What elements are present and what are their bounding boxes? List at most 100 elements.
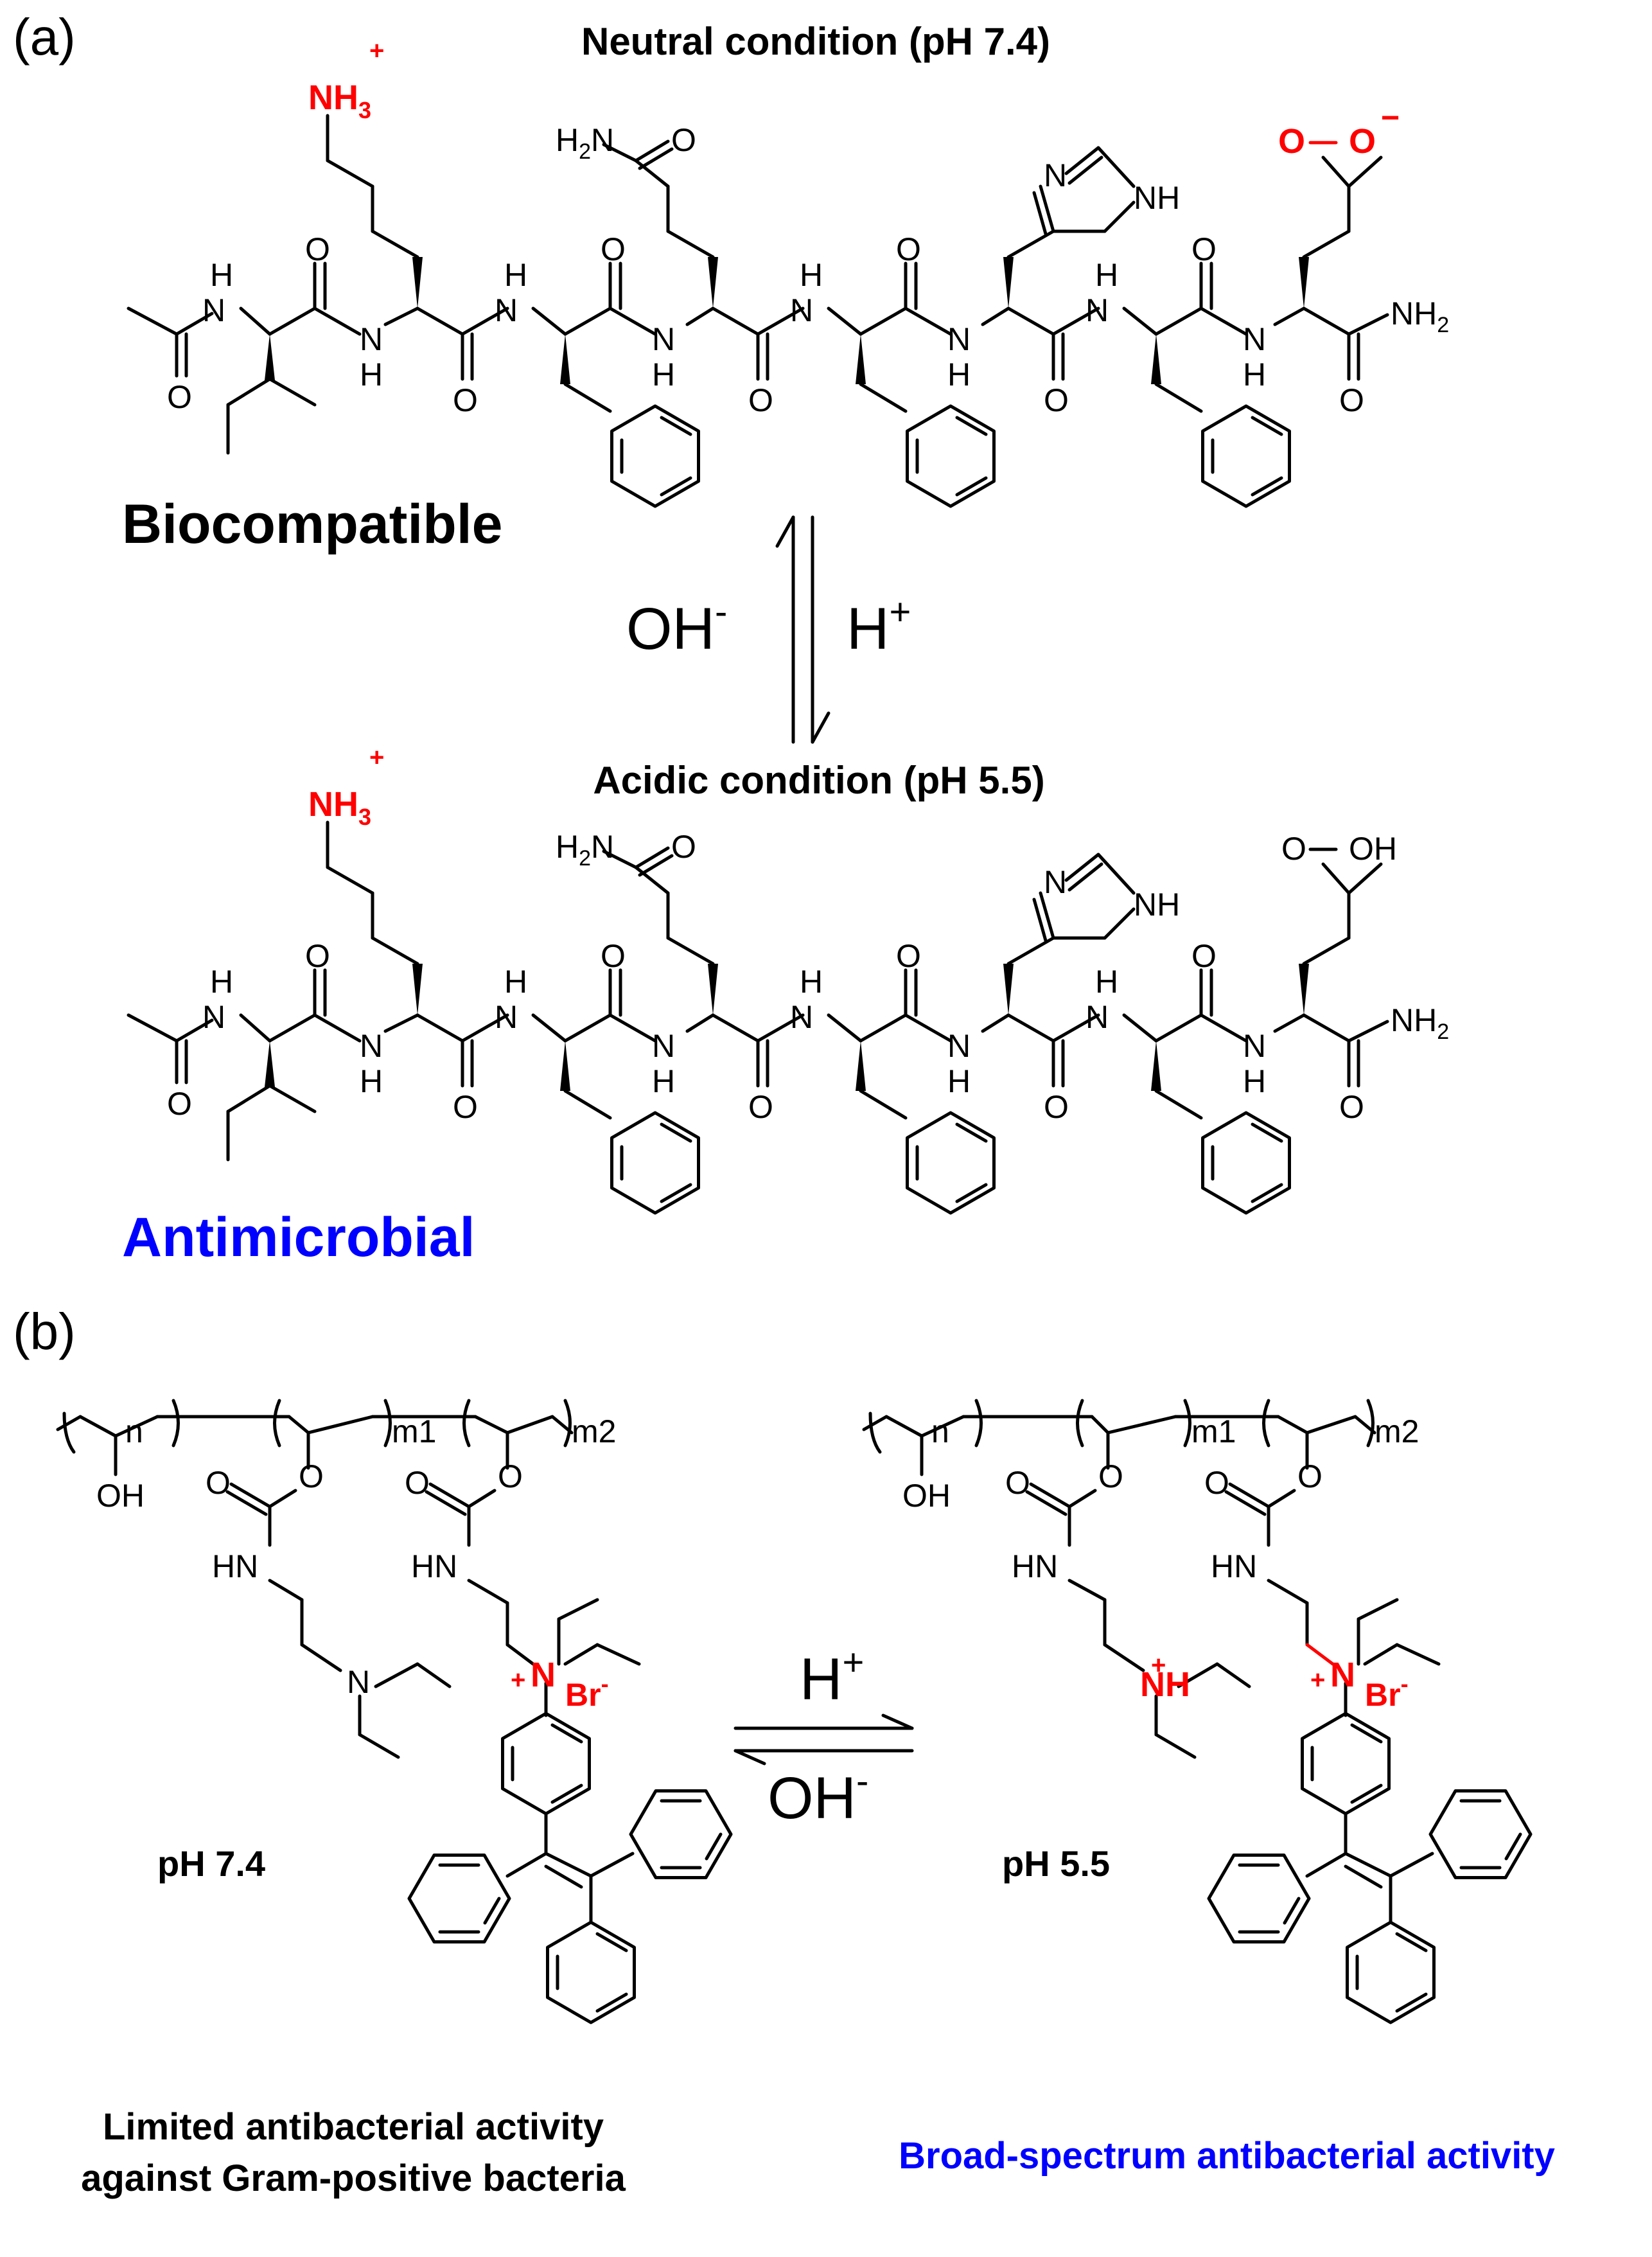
ammonium-plus: + [511,1666,525,1694]
atom-o: O [1044,1089,1069,1125]
panel-a-label: (a) [13,8,76,66]
atom-o: O [167,1086,192,1122]
atom-n: N [947,321,971,357]
atom-h: H [947,357,971,393]
atom-h: H [1243,357,1266,393]
atom-nh: NH [1134,887,1180,923]
left-ph-label: pH 7.4 [157,1843,265,1884]
atom-n: N [1044,157,1067,193]
atom-o: O [748,1089,773,1125]
atom-n: N [790,999,813,1035]
atom-h: H [800,257,823,293]
equilibrium-oh: OH- [626,591,727,662]
carboxyl-o: O [1281,831,1306,867]
equilibrium-arrows-a [775,515,830,744]
atom-n: N [652,1028,675,1064]
left-caption-line1: Limited antibacterial activity [103,2106,604,2148]
polymer-right-structure [862,1399,1531,2022]
atom-nh: NH [1134,180,1180,216]
atom-h: H [652,357,675,393]
equilibrium-arrows-b [734,1713,914,1766]
left-caption-line2: against Gram-positive bacteria [81,2157,626,2199]
right-caption: Broad-spectrum antibacterial activity [899,2135,1555,2177]
atom-o: O [305,231,330,267]
atom-n: N [1085,999,1109,1035]
peptide-neutral-structure [128,116,1387,506]
atom-o: O [498,1458,523,1494]
atom-h: H [1095,964,1118,1000]
atom-hn: HN [1012,1548,1058,1584]
subscript-n: n [931,1413,949,1449]
atom-o: O [167,379,192,415]
atom-h: H [210,257,233,293]
atom-o: O [1204,1465,1229,1501]
peptide-neutral-labels: H N O O N H O H N O N H O H N O N H O H … [167,37,1449,418]
atom-o: O [896,938,921,974]
atom-o: O [748,382,773,418]
atom-oh: OH [902,1478,951,1514]
peptide-acidic-labels: H N O O N H O H N O N H O H N O N H O H … [167,743,1449,1125]
polymer-right-labels: OH O O HN + NH O O HN + N Br- n m1 m2 [902,1413,1419,1713]
atom-o: O [206,1465,231,1501]
quaternary-n: N [531,1656,556,1694]
atom-o: O [405,1465,430,1501]
carboxylate-o-minus: O [1349,122,1376,161]
atom-hn: HN [212,1548,258,1584]
atom-o: O [1297,1458,1322,1494]
peptide-acidic-structure [128,822,1387,1213]
carboxylate-charge: − [1381,100,1400,136]
atom-h: H [1095,257,1118,293]
atom-h: H [504,964,527,1000]
atom-hn: HN [411,1548,457,1584]
atom-o: O [601,231,626,267]
bromide: Br- [565,1670,609,1713]
bromide: Br- [1365,1670,1409,1713]
subscript-m2: m2 [572,1413,616,1449]
biocompatible-label: Biocompatible [122,493,503,555]
atom-n: N [495,292,518,328]
subscript-m2: m2 [1375,1413,1419,1449]
ammonium-charge: + [369,37,384,65]
atom-n: N [202,999,225,1035]
equilibrium-h: H+ [847,591,911,662]
atom-n: N [1243,1028,1266,1064]
polymer-left-labels: OH O O HN N O O HN + N Br- n m1 m2 [96,1413,616,1713]
atom-o: O [305,938,330,974]
atom-o: O [1339,1089,1364,1125]
atom-h: H [800,964,823,1000]
protonated-amine: NH [1140,1665,1190,1704]
atom-o: O [896,231,921,267]
atom-n: N [202,292,225,328]
atom-h: H [210,964,233,1000]
atom-o: O [1005,1465,1030,1501]
subscript-m1: m1 [392,1413,436,1449]
atom-h: H [360,357,383,393]
atom-o: O [601,938,626,974]
atom-n: N [1243,321,1266,357]
quaternary-n: N [1330,1656,1355,1694]
atom-o: O [299,1458,324,1494]
atom-nh2: NH2 [1391,296,1449,337]
atom-n: N [360,1028,383,1064]
equilibrium-h-b: H+ [800,1642,864,1712]
atom-o: O [1098,1458,1123,1494]
polymer-left-structure [56,1399,731,2022]
equilibrium-oh-b: OH- [768,1760,868,1831]
ammonium-charge: + [369,743,384,772]
atom-o: O [671,829,696,865]
atom-n: N [1085,292,1109,328]
right-ph-label: pH 5.5 [1002,1843,1110,1884]
atom-o: O [453,1089,478,1125]
carboxylate-o: O [1278,122,1305,161]
atom-n: N [652,321,675,357]
atom-n: N [947,1028,971,1064]
atom-h2n: H2N [556,829,614,871]
panel-b-label: (b) [13,1303,76,1360]
amine-plus: + [1151,1651,1166,1679]
atom-o: O [1191,938,1217,974]
atom-hn: HN [1211,1548,1257,1584]
atom-n: N [1044,864,1067,900]
atom-h2n: H2N [556,122,614,164]
atom-h: H [652,1063,675,1099]
